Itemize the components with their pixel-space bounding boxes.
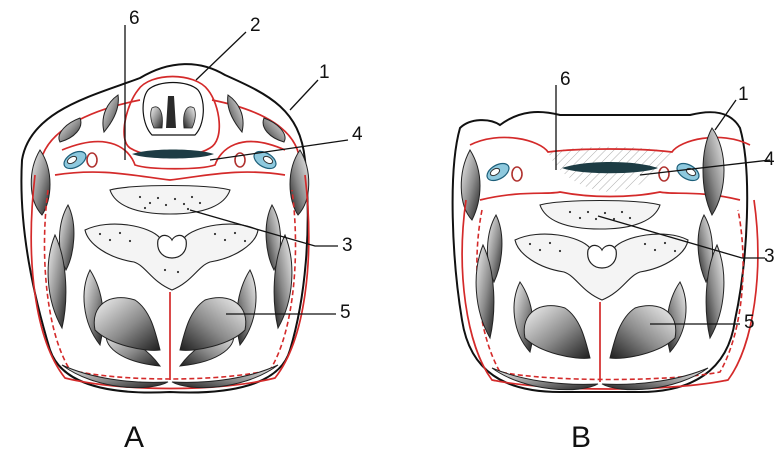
panel-a-callout-5: 5 [340, 302, 351, 323]
panel-a-callout-3: 3 [342, 235, 353, 256]
panel-a-callout-2: 2 [250, 15, 261, 36]
panel-b-callout-1: 1 [738, 84, 749, 105]
panel-b-callout-4: 4 [764, 149, 775, 170]
panel-b-callout-3: 3 [764, 246, 775, 267]
panel-b-callout-6: 6 [560, 69, 571, 90]
panel-b: 6 1 4 3 5 B [453, 69, 775, 454]
panel-a-callout-4: 4 [352, 124, 363, 145]
panel-a-callout-1: 1 [319, 62, 330, 83]
panel-a-callout-6: 6 [129, 8, 140, 29]
panel-a-leader-1 [290, 80, 318, 110]
panel-a-label: A [124, 421, 144, 454]
panel-b-callout-5: 5 [744, 312, 755, 333]
panel-b-label: B [571, 421, 591, 454]
panel-a: 6 2 1 4 3 5 A [21, 8, 363, 454]
